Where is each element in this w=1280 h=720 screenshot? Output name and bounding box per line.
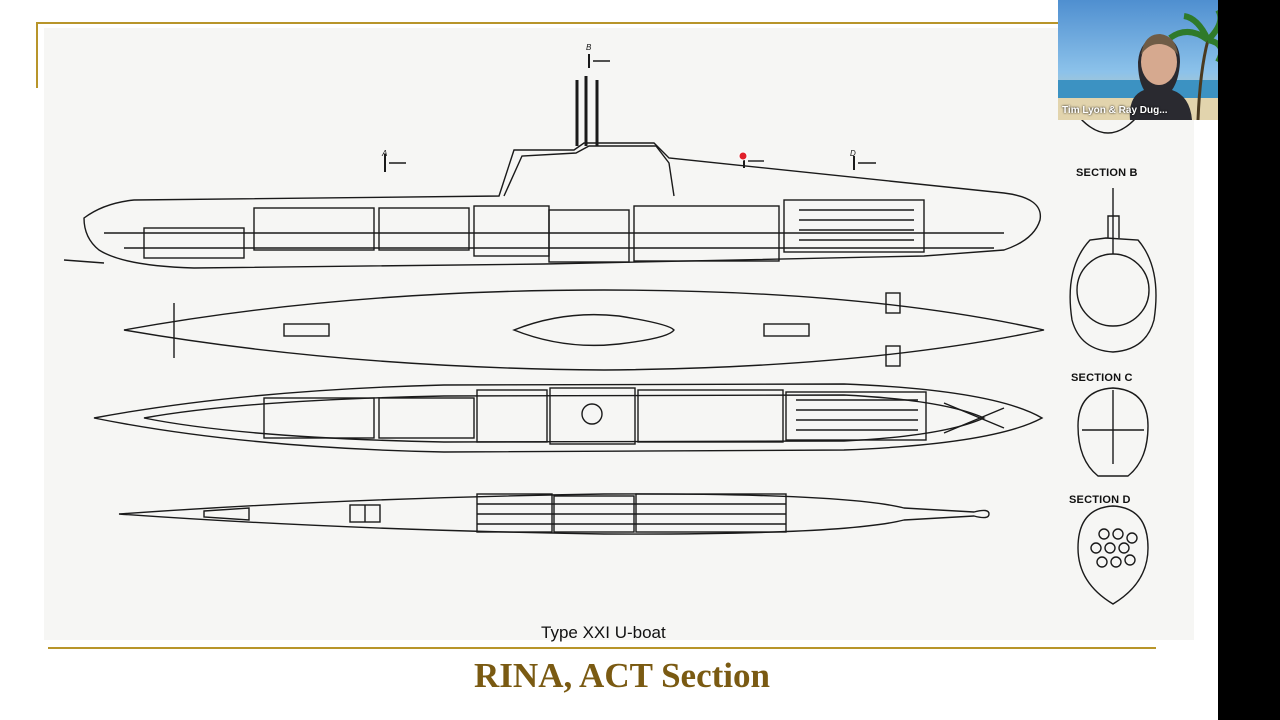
conning-tower — [503, 145, 675, 197]
cross-section-a — [1079, 117, 1137, 134]
top-view-hull — [123, 289, 1045, 371]
figure-caption: Type XXI U-boat — [541, 623, 666, 642]
slide-title: RINA, ACT Section — [474, 656, 770, 695]
blueprint-svg: A B D — [63, 43, 1157, 605]
video-frame — [1058, 0, 1218, 120]
marker-label-a: A — [381, 149, 387, 158]
cross-section-d — [1077, 505, 1149, 605]
submarine-blueprint-figure: A B D Type XXI U-boat SECTION B SECTION … — [44, 28, 1194, 642]
right-black-bar — [1218, 0, 1280, 720]
gold-frame-left-line — [36, 22, 38, 88]
section-b-label: SECTION B — [1076, 167, 1138, 179]
gold-frame-top-line — [36, 22, 1066, 24]
laser-pointer-dot — [738, 151, 748, 161]
participant-name-label: Tim Lyon & Ray Dug... — [1062, 105, 1168, 116]
marker-label-d: D — [850, 149, 856, 158]
side-profile-hull — [83, 142, 1042, 269]
section-c-label: SECTION C — [1071, 372, 1133, 384]
cross-section-c — [1077, 387, 1149, 477]
gold-divider-line — [48, 647, 1156, 649]
section-d-label: SECTION D — [1069, 494, 1131, 506]
marker-label-b: B — [586, 43, 592, 52]
plan-view-hull — [93, 383, 1044, 453]
palm-tree-icon — [1196, 39, 1210, 120]
participant-video-tile[interactable]: Tim Lyon & Ray Dug... — [1058, 0, 1218, 120]
presentation-slide: A B D Type XXI U-boat SECTION B SECTION … — [36, 22, 1194, 695]
